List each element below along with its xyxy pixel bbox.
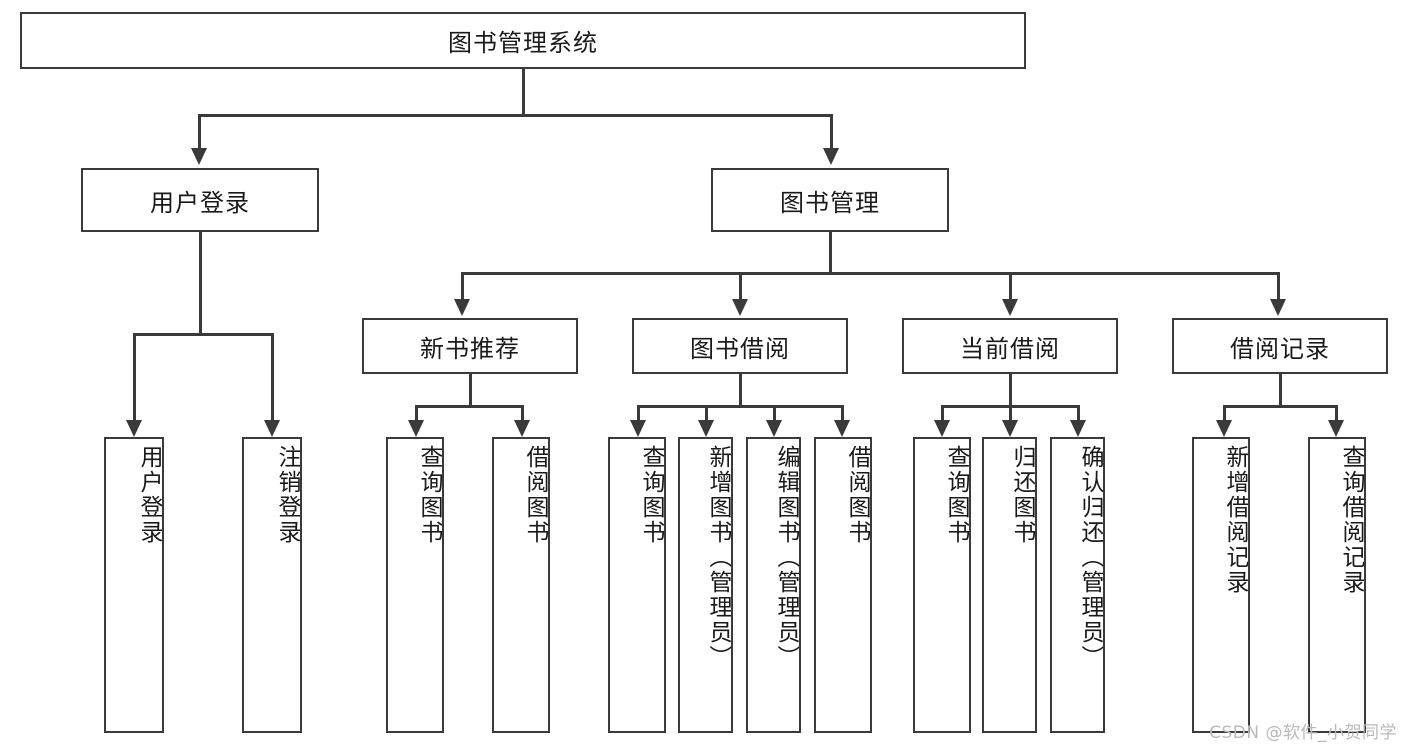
leaf-label: 新增图书（管理员） bbox=[705, 445, 731, 670]
arrow-nbr-b1 bbox=[408, 420, 424, 437]
arrow-user-login-b1 bbox=[126, 420, 142, 437]
connector-bb-b4 bbox=[841, 405, 844, 422]
leaf-label: 查询图书 bbox=[943, 445, 969, 545]
connector-nbr-b1 bbox=[415, 405, 418, 422]
node-label: 图书借阅 bbox=[690, 334, 790, 363]
node-borrow-record[interactable]: 借阅记录 bbox=[1172, 318, 1388, 374]
node-label: 图书管理 bbox=[780, 188, 880, 217]
arrow-cb-b1 bbox=[934, 420, 950, 437]
leaf-cb-confirm-return-admin[interactable]: 确认归还（管理员） bbox=[1050, 437, 1105, 733]
leaf-nbr-query-book[interactable]: 查询图书 bbox=[386, 437, 444, 733]
node-label: 借阅记录 bbox=[1230, 334, 1330, 363]
leaf-label: 借阅图书 bbox=[844, 445, 870, 545]
arrow-nbr-b2 bbox=[514, 420, 530, 437]
leaf-label: 确认归还（管理员） bbox=[1077, 445, 1103, 670]
leaf-user-login[interactable]: 用户登录 bbox=[104, 437, 164, 733]
watermark-text: CSDN @软件_小贺同学 bbox=[1209, 723, 1397, 743]
connector-bb-b3 bbox=[773, 405, 776, 422]
arrow-root-to-user-login bbox=[191, 148, 207, 165]
arrow-bb-b1 bbox=[630, 420, 646, 437]
connector-br-b1 bbox=[1223, 405, 1226, 422]
leaf-label: 编辑图书（管理员） bbox=[773, 445, 799, 670]
arrow-br-b2 bbox=[1328, 420, 1344, 437]
leaf-bb-add-book-admin[interactable]: 新增图书（管理员） bbox=[678, 437, 733, 733]
arrow-bm-b3 bbox=[1002, 299, 1018, 316]
leaf-cb-return-book[interactable]: 归还图书 bbox=[982, 437, 1037, 733]
connector-bm-b4 bbox=[1277, 272, 1280, 301]
leaf-label: 查询图书 bbox=[638, 445, 664, 545]
arrow-bm-b4 bbox=[1270, 299, 1286, 316]
connector-user-login-stem bbox=[199, 232, 202, 335]
node-new-book-recommend[interactable]: 新书推荐 bbox=[362, 318, 578, 374]
leaf-br-query-record[interactable]: 查询借阅记录 bbox=[1308, 437, 1366, 733]
arrow-user-login-b2 bbox=[264, 420, 280, 437]
connector-book-manage-stem bbox=[829, 232, 832, 274]
arrow-bb-b2 bbox=[698, 420, 714, 437]
connector-nbr-stem bbox=[469, 374, 472, 407]
arrow-cb-b3 bbox=[1070, 420, 1086, 437]
leaf-label: 归还图书 bbox=[1009, 445, 1035, 545]
leaf-label: 用户登录 bbox=[136, 445, 162, 545]
connector-nbr-bus bbox=[415, 405, 523, 408]
connector-br-bus bbox=[1223, 405, 1337, 408]
arrow-bb-b4 bbox=[834, 420, 850, 437]
connector-user-login-b2 bbox=[271, 333, 274, 422]
connector-bb-bus bbox=[637, 405, 844, 408]
connector-nbr-b2 bbox=[521, 405, 524, 422]
leaf-bb-borrow-book[interactable]: 借阅图书 bbox=[814, 437, 872, 733]
arrow-cb-b2 bbox=[1002, 420, 1018, 437]
leaf-label: 借阅图书 bbox=[522, 445, 548, 545]
connector-bm-b3 bbox=[1009, 272, 1012, 301]
connector-cb-b1 bbox=[941, 405, 944, 422]
node-label: 新书推荐 bbox=[420, 334, 520, 363]
node-current-borrow[interactable]: 当前借阅 bbox=[902, 318, 1118, 374]
leaf-label: 查询图书 bbox=[416, 445, 442, 545]
leaf-br-add-record[interactable]: 新增借阅记录 bbox=[1192, 437, 1250, 733]
leaf-label: 新增借阅记录 bbox=[1222, 445, 1248, 595]
leaf-cb-query-book[interactable]: 查询图书 bbox=[913, 437, 971, 733]
leaf-label: 注销登录 bbox=[274, 445, 300, 545]
connector-bb-b1 bbox=[637, 405, 640, 422]
node-user-login[interactable]: 用户登录 bbox=[81, 168, 319, 232]
leaf-bb-query-book[interactable]: 查询图书 bbox=[608, 437, 666, 733]
connector-book-manage-bus bbox=[461, 272, 1279, 275]
node-book-borrow[interactable]: 图书借阅 bbox=[632, 318, 848, 374]
leaf-nbr-borrow-book[interactable]: 借阅图书 bbox=[492, 437, 550, 733]
arrow-root-to-book-manage bbox=[823, 148, 839, 165]
connector-root-to-user-login bbox=[198, 114, 201, 150]
connector-cb-b3 bbox=[1077, 405, 1080, 422]
node-root-system[interactable]: 图书管理系统 bbox=[20, 12, 1026, 69]
node-label: 当前借阅 bbox=[960, 334, 1060, 363]
connector-br-stem bbox=[1279, 374, 1282, 407]
connector-root-stem bbox=[522, 69, 525, 116]
arrow-bm-b2 bbox=[732, 299, 748, 316]
connector-bm-b2 bbox=[739, 272, 742, 301]
arrow-br-b1 bbox=[1216, 420, 1232, 437]
connector-bb-stem bbox=[739, 374, 742, 407]
leaf-bb-edit-book-admin[interactable]: 编辑图书（管理员） bbox=[746, 437, 801, 733]
connector-bm-b1 bbox=[461, 272, 464, 301]
leaf-label: 查询借阅记录 bbox=[1338, 445, 1364, 595]
arrow-bb-b3 bbox=[766, 420, 782, 437]
node-label: 用户登录 bbox=[150, 188, 250, 217]
connector-cb-stem bbox=[1009, 374, 1012, 407]
node-book-management[interactable]: 图书管理 bbox=[711, 168, 949, 232]
connector-root-to-book-manage bbox=[830, 114, 833, 150]
arrow-bm-b1 bbox=[454, 299, 470, 316]
leaf-user-logout[interactable]: 注销登录 bbox=[242, 437, 302, 733]
connector-bb-b2 bbox=[705, 405, 708, 422]
node-label: 图书管理系统 bbox=[448, 29, 598, 57]
connector-root-bus bbox=[198, 114, 832, 117]
connector-cb-b2 bbox=[1009, 405, 1012, 422]
connector-user-login-b1 bbox=[133, 333, 136, 422]
connector-user-login-bus bbox=[133, 333, 272, 336]
connector-br-b2 bbox=[1335, 405, 1338, 422]
